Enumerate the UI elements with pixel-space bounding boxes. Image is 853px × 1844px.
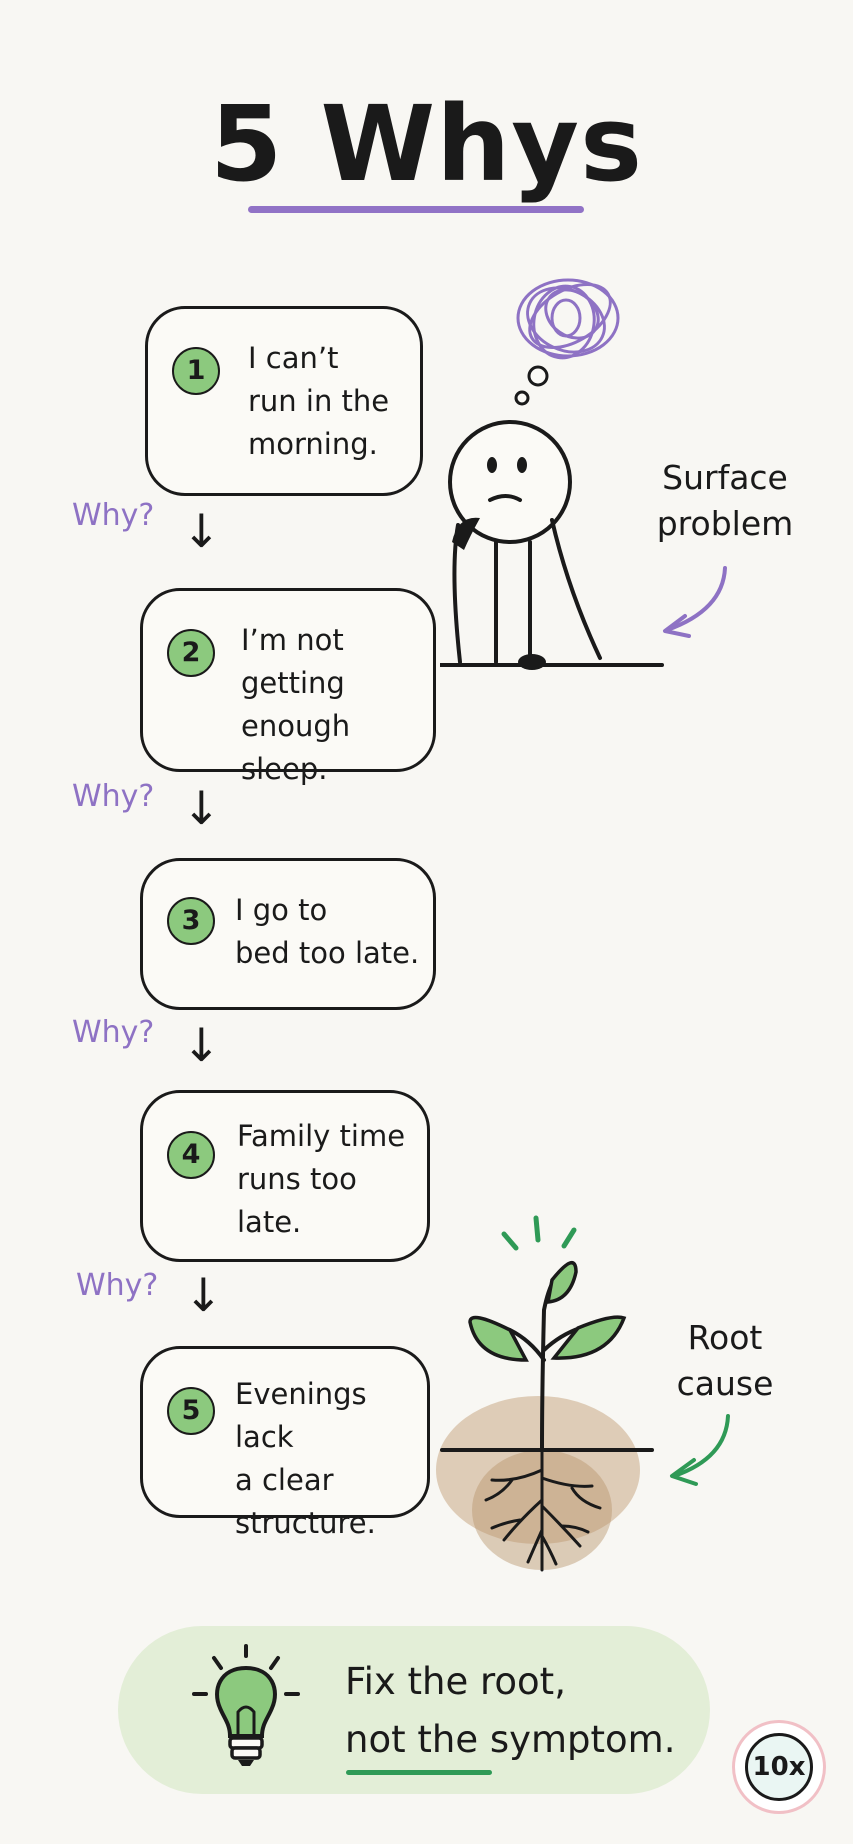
why-label-4: Why? xyxy=(76,1268,159,1303)
step-2-number: 2 xyxy=(167,629,215,677)
arrow-down-1: ↓ xyxy=(182,504,221,558)
step-5-number: 5 xyxy=(167,1387,215,1435)
step-5-box: 5 Evenings lack a clear structure. xyxy=(140,1346,430,1540)
step-1-number: 1 xyxy=(172,347,220,395)
tip-emphasis-underline xyxy=(346,1770,492,1775)
step-5-text: Evenings lack a clear structure. xyxy=(235,1377,376,1540)
why-label-3: Why? xyxy=(72,1015,155,1050)
why-label-1: Why? xyxy=(72,498,155,533)
step-1-box: 1 I can’t run in the morning. xyxy=(145,306,423,496)
step-4-text: Family time runs too late. xyxy=(237,1119,406,1239)
tip-banner xyxy=(118,1626,710,1794)
why-label-2: Why? xyxy=(72,779,155,814)
brand-badge-text: 10x xyxy=(745,1733,813,1801)
page-title: 5 Whys xyxy=(209,83,644,205)
sprout-roots-icon xyxy=(436,1215,654,1572)
title-underline xyxy=(248,206,584,213)
root-arrow-icon xyxy=(670,1414,730,1486)
arrow-down-4: ↓ xyxy=(184,1268,223,1322)
surface-arrow-icon xyxy=(663,566,727,638)
step-3-text: I go to bed too late. xyxy=(235,893,420,970)
arrow-down-3: ↓ xyxy=(182,1018,221,1072)
thinking-person-icon xyxy=(440,278,664,670)
lightbulb-icon xyxy=(192,1644,300,1766)
tip-line-2-rest: symptom. xyxy=(478,1718,676,1761)
step-2-box: 2 I’m not getting enough sleep. xyxy=(140,588,436,786)
step-4-box: 4 Family time runs too late. xyxy=(140,1090,430,1262)
root-cause-label: Root cause xyxy=(676,1318,774,1403)
surface-problem-label: Surface problem xyxy=(656,458,794,543)
tip-line-2: not the symptom. xyxy=(345,1718,676,1761)
step-4-number: 4 xyxy=(167,1131,215,1179)
tip-line-1: Fix the root, xyxy=(345,1660,566,1703)
arrow-down-2: ↓ xyxy=(182,781,221,835)
tip-emphasis: not the xyxy=(345,1718,479,1761)
brand-badge: 10x xyxy=(732,1720,826,1814)
step-3-box: 3 I go to bed too late. xyxy=(140,858,436,1010)
step-1-text: I can’t run in the morning. xyxy=(248,341,390,461)
step-3-number: 3 xyxy=(167,897,215,945)
tangled-thought-icon xyxy=(516,278,620,360)
step-2-text: I’m not getting enough sleep. xyxy=(241,623,351,786)
